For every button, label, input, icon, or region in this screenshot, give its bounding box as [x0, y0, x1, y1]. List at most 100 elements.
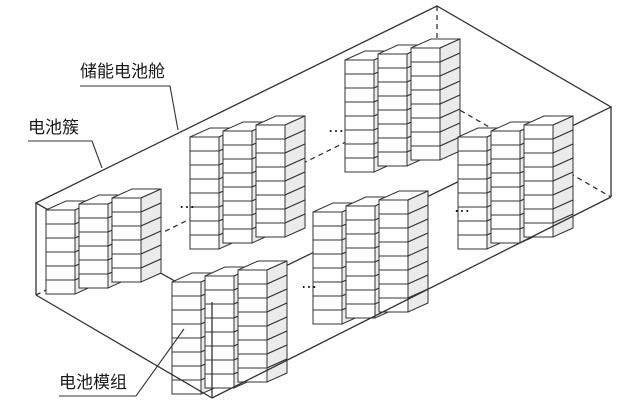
module-front [189, 164, 220, 180]
module-front [490, 130, 521, 146]
module-front [312, 267, 343, 283]
module-front [378, 199, 409, 215]
module-front [78, 259, 109, 275]
module-front [377, 123, 408, 139]
module-front [378, 269, 409, 285]
module-front [222, 200, 253, 216]
battery-column [111, 188, 162, 283]
module-front [189, 136, 220, 152]
module-front [378, 241, 409, 257]
battery-clusters [45, 38, 574, 395]
module-front [523, 194, 554, 210]
module-front [523, 166, 554, 182]
module-front [345, 219, 376, 235]
module-front [204, 373, 235, 389]
module-front [255, 222, 286, 238]
module-front [222, 144, 253, 160]
module-front [345, 205, 376, 221]
cluster-back-center [189, 115, 306, 250]
module-front [344, 59, 375, 75]
module-front [410, 131, 441, 147]
module-front [490, 158, 521, 174]
module-front [490, 228, 521, 244]
module-front [237, 325, 268, 341]
module-front [189, 220, 220, 236]
module-side [284, 213, 306, 238]
module-front [78, 273, 109, 289]
leader-lines [28, 85, 185, 397]
module-front [111, 225, 142, 241]
module-front [222, 186, 253, 202]
label-battery-module: 电池模组 [59, 373, 127, 393]
module-front [312, 309, 343, 325]
module-front [345, 303, 376, 319]
module-front [204, 359, 235, 375]
module-front [312, 253, 343, 269]
module-front [237, 297, 268, 313]
module-front [171, 295, 202, 311]
cabin-edge [35, 294, 213, 399]
leader-battery-module [59, 328, 185, 397]
label-battery-cluster: 电池簇 [28, 118, 79, 138]
battery-column [237, 260, 288, 383]
leader-storage-cabin [80, 85, 179, 131]
ellipsis-mark: … [328, 117, 344, 136]
label-storage-cabin: 储能电池舱 [80, 62, 165, 82]
module-front [523, 124, 554, 140]
module-front [457, 150, 488, 166]
module-front [222, 228, 253, 244]
battery-column [523, 115, 574, 238]
module-front [490, 144, 521, 160]
module-front [490, 186, 521, 202]
module-front [377, 109, 408, 125]
module-front [457, 178, 488, 194]
battery-column [378, 190, 429, 313]
leader-battery-cluster [28, 140, 103, 169]
module-front [189, 234, 220, 250]
module-front [490, 214, 521, 230]
cluster-front-left [171, 260, 288, 395]
module-front [312, 239, 343, 255]
module-front [345, 289, 376, 305]
module-front [111, 239, 142, 255]
module-front [345, 233, 376, 249]
module-front [312, 225, 343, 241]
module-front [222, 214, 253, 230]
module-front [255, 138, 286, 154]
module-front [377, 81, 408, 97]
module-side [140, 258, 162, 283]
module-front [255, 180, 286, 196]
module-front [171, 351, 202, 367]
module-front [204, 317, 235, 333]
module-front [237, 269, 268, 285]
module-front [237, 353, 268, 369]
module-front [204, 331, 235, 347]
module-front [378, 283, 409, 299]
module-front [78, 231, 109, 247]
module-front [255, 152, 286, 168]
module-front [457, 220, 488, 236]
module-front [171, 309, 202, 325]
module-front [171, 323, 202, 339]
module-front [45, 265, 76, 281]
module-front [171, 281, 202, 297]
module-front [410, 89, 441, 105]
module-front [255, 166, 286, 182]
cabin-front-edges [35, 107, 612, 399]
module-front [377, 67, 408, 83]
module-front [344, 101, 375, 117]
cluster-back-right [344, 38, 461, 173]
module-front [237, 339, 268, 355]
module-front [523, 152, 554, 168]
module-front [45, 209, 76, 225]
module-front [111, 211, 142, 227]
module-front [345, 261, 376, 277]
module-front [344, 73, 375, 89]
module-front [222, 172, 253, 188]
module-front [45, 251, 76, 267]
module-front [410, 75, 441, 91]
module-front [378, 297, 409, 313]
module-front [377, 53, 408, 69]
module-front [457, 164, 488, 180]
